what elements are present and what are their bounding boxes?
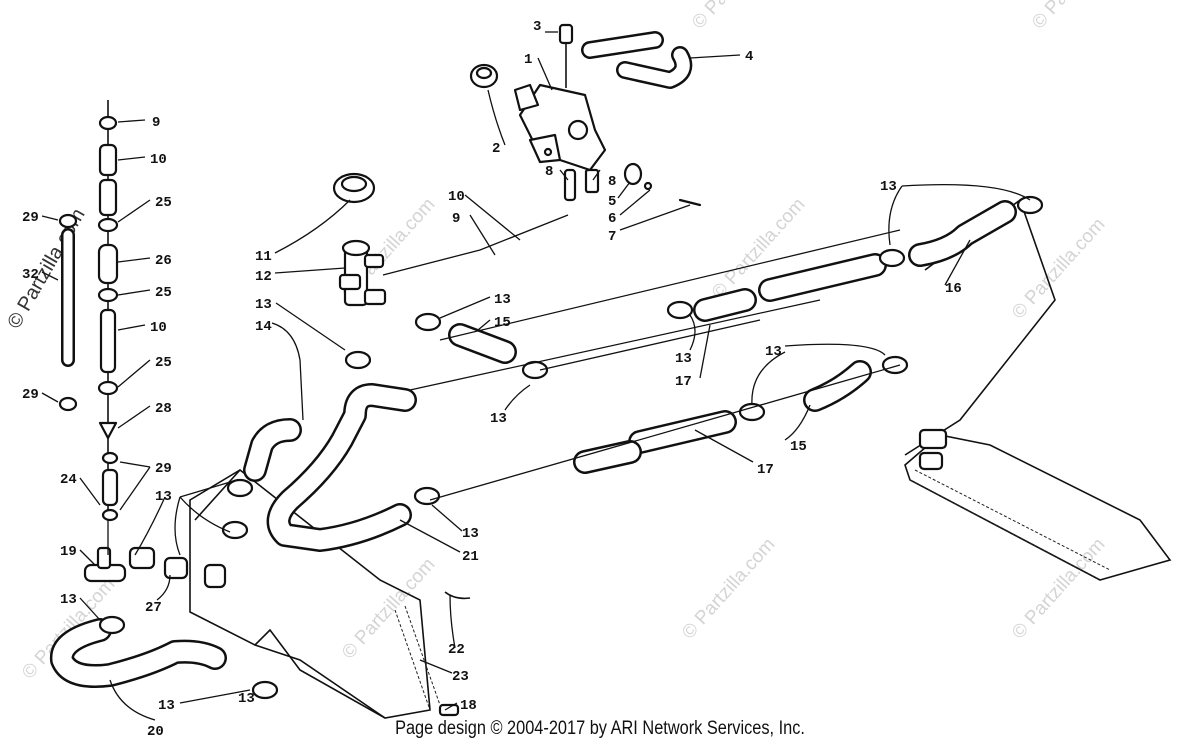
watermark-3: © Partzilla.com: [1008, 214, 1109, 323]
callout-15-upper: 15: [494, 315, 511, 331]
hoses: [50, 200, 1017, 688]
callout-17-lower: 17: [757, 462, 774, 478]
callout-13-i: 13: [60, 592, 77, 608]
watermark-dark: © Partzilla.com: [3, 205, 89, 333]
callout-20: 20: [147, 724, 164, 740]
radiator-strip: [438, 591, 471, 717]
callout-6: 6: [608, 211, 616, 227]
callout-12: 12: [255, 269, 272, 285]
callout-13-a: 13: [255, 297, 272, 313]
callout-13-f: 13: [765, 344, 782, 360]
callout-29-b: 29: [22, 387, 39, 403]
hose-clamps: [98, 195, 1044, 700]
callout-8-right: 8: [608, 174, 616, 190]
callout-10-top: 10: [448, 189, 465, 205]
callout-13-e: 13: [880, 179, 897, 195]
callout-17-upper: 17: [675, 374, 692, 390]
callout-18: 18: [460, 698, 477, 714]
callout-22: 22: [448, 642, 465, 658]
tee-fitting: [83, 546, 227, 589]
callout-24: 24: [60, 472, 77, 488]
callout-13-d: 13: [675, 351, 692, 367]
callout-8-left: 8: [545, 164, 553, 180]
overflow-tube: [581, 31, 693, 89]
callout-32: 32: [22, 267, 39, 283]
callout-23: 23: [452, 669, 469, 685]
callout-25-c: 25: [155, 355, 172, 371]
callout-9-mid: 9: [452, 211, 460, 227]
callout-25-a: 25: [155, 195, 172, 211]
callout-1: 1: [524, 52, 532, 68]
tank-hardware: [563, 162, 702, 207]
callout-13-h: 13: [155, 489, 172, 505]
watermark-7: © Partzilla.com: [1008, 534, 1109, 643]
callout-15-lower: 15: [790, 439, 807, 455]
callout-10-mid: 10: [150, 152, 167, 168]
bleeder-assembly: [58, 100, 119, 522]
callout-4: 4: [745, 49, 753, 65]
page-design-credit: Page design © 2004-2017 by ARI Network S…: [395, 718, 805, 739]
callout-28: 28: [155, 401, 172, 417]
callout-11: 11: [255, 249, 272, 265]
callout-10-bottom: 10: [150, 320, 167, 336]
callout-5: 5: [608, 194, 616, 210]
callout-3: 3: [533, 19, 541, 35]
callout-29-a: 29: [22, 210, 39, 226]
callout-21: 21: [462, 549, 479, 565]
callout-labels: 3 1 4 2 8 8 5 6 7 10 9 11 12 13 14 13 15…: [22, 19, 962, 740]
routing-lines: [107, 214, 901, 555]
callout-leaders: [41, 31, 1031, 721]
callout-13-j: 13: [158, 698, 175, 714]
callout-19: 19: [60, 544, 77, 560]
callout-7: 7: [608, 229, 616, 245]
callout-13-b: 13: [494, 292, 511, 308]
callout-14: 14: [255, 319, 272, 335]
coolant-tank: [513, 83, 607, 172]
callout-26: 26: [155, 253, 172, 269]
callout-13-k: 13: [238, 691, 255, 707]
callout-25-b: 25: [155, 285, 172, 301]
callout-9-top: 9: [152, 115, 160, 131]
filler-neck: [338, 239, 387, 307]
vent-fitting: [558, 23, 574, 88]
watermark-8: © Partzilla.com: [688, 0, 789, 33]
callout-16: 16: [945, 281, 962, 297]
watermark-6: © Partzilla.com: [678, 534, 779, 643]
callout-13-g: 13: [462, 526, 479, 542]
callout-13-c: 13: [490, 411, 507, 427]
pressure-cap: [332, 172, 376, 204]
watermark-9: © Partzilla.com: [1028, 0, 1129, 33]
callout-29-c: 29: [155, 461, 172, 477]
callout-2: 2: [492, 141, 500, 157]
tank-cap: [469, 63, 499, 89]
callout-27: 27: [145, 600, 162, 616]
